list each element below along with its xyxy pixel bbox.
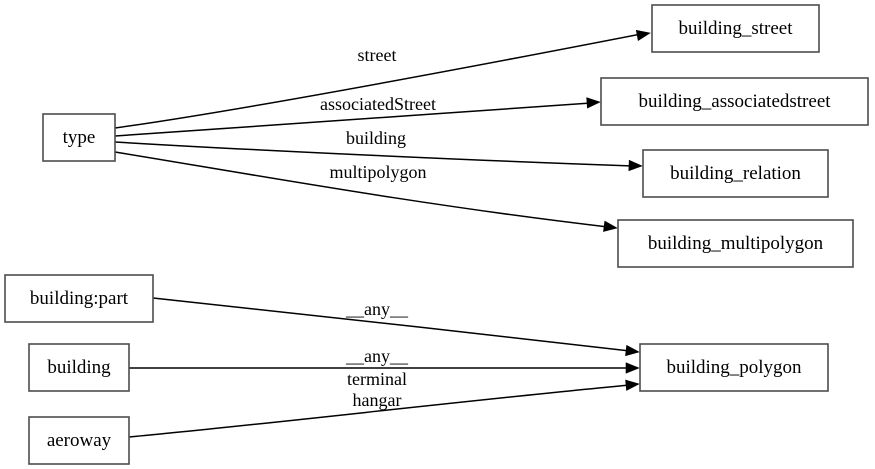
- edge-line: [152, 297, 631, 352]
- graph-edge: [152, 297, 640, 357]
- edge-labels-layer: street associatedStreet building multipolyg…: [320, 45, 436, 410]
- edge-line: [114, 151, 609, 228]
- graph-edge: [129, 362, 640, 374]
- node-label: building_associatedstreet: [638, 91, 831, 112]
- edge-arrowhead-icon: [603, 220, 618, 232]
- edge-arrowhead-icon: [628, 159, 643, 172]
- edge-label: building: [346, 128, 406, 148]
- node-box[interactable]: [600, 77, 869, 126]
- edge-label: street: [358, 45, 397, 65]
- node-label: building: [47, 357, 111, 378]
- graph-node-building_street[interactable]: building_street: [651, 4, 820, 53]
- edges-layer: [114, 29, 651, 438]
- graph-node-aeroway[interactable]: aeroway: [28, 416, 130, 465]
- node-box[interactable]: [4, 274, 154, 323]
- edge-arrowhead-icon: [625, 362, 640, 374]
- graph-node-building_polygon[interactable]: building_polygon: [639, 343, 829, 392]
- graph-node-building_part[interactable]: building:part: [4, 274, 154, 323]
- node-box[interactable]: [42, 113, 116, 162]
- node-box[interactable]: [642, 149, 829, 198]
- edge-label: __any__: [345, 346, 409, 366]
- edge-line: [114, 141, 634, 167]
- graph-edge: [114, 151, 618, 232]
- edge-arrowhead-icon: [635, 29, 651, 41]
- edge-arrowhead-icon: [625, 344, 640, 357]
- graph-node-building_relation[interactable]: building_relation: [642, 149, 829, 198]
- nodes-layer: type building_street building_associatedst…: [4, 4, 869, 465]
- graph-edge: [114, 97, 601, 137]
- edge-label: multipolygon: [329, 162, 426, 182]
- graph-edge: [114, 141, 643, 172]
- graph-edge: [114, 29, 651, 129]
- node-label: aeroway: [47, 430, 112, 451]
- edge-label: hangar: [353, 390, 402, 410]
- node-label: building:part: [30, 288, 129, 309]
- edge-label: __any__: [345, 299, 409, 319]
- node-label: building_multipolygon: [648, 233, 824, 254]
- node-box[interactable]: [28, 343, 130, 392]
- node-box[interactable]: [28, 416, 130, 465]
- node-box[interactable]: [651, 4, 820, 53]
- graph-node-type[interactable]: type: [42, 113, 116, 162]
- edge-arrowhead-icon: [586, 97, 601, 109]
- node-label: building_street: [679, 18, 794, 39]
- edge-label: associatedStreet: [320, 94, 436, 114]
- graph-node-building_associatedstreet[interactable]: building_associatedstreet: [600, 77, 869, 126]
- node-label: building_polygon: [666, 357, 802, 378]
- graph-edge: [128, 379, 640, 438]
- graph-node-building_multipolygon[interactable]: building_multipolygon: [617, 219, 854, 268]
- edge-line: [128, 384, 631, 438]
- edge-label: terminal: [347, 369, 407, 389]
- node-box[interactable]: [617, 219, 854, 268]
- node-label: building_relation: [670, 163, 801, 184]
- edge-line: [114, 33, 642, 129]
- graph-node-building[interactable]: building: [28, 343, 130, 392]
- edge-arrowhead-icon: [625, 379, 640, 391]
- edge-line: [114, 102, 592, 137]
- node-label: type: [63, 127, 96, 148]
- node-box[interactable]: [639, 343, 829, 392]
